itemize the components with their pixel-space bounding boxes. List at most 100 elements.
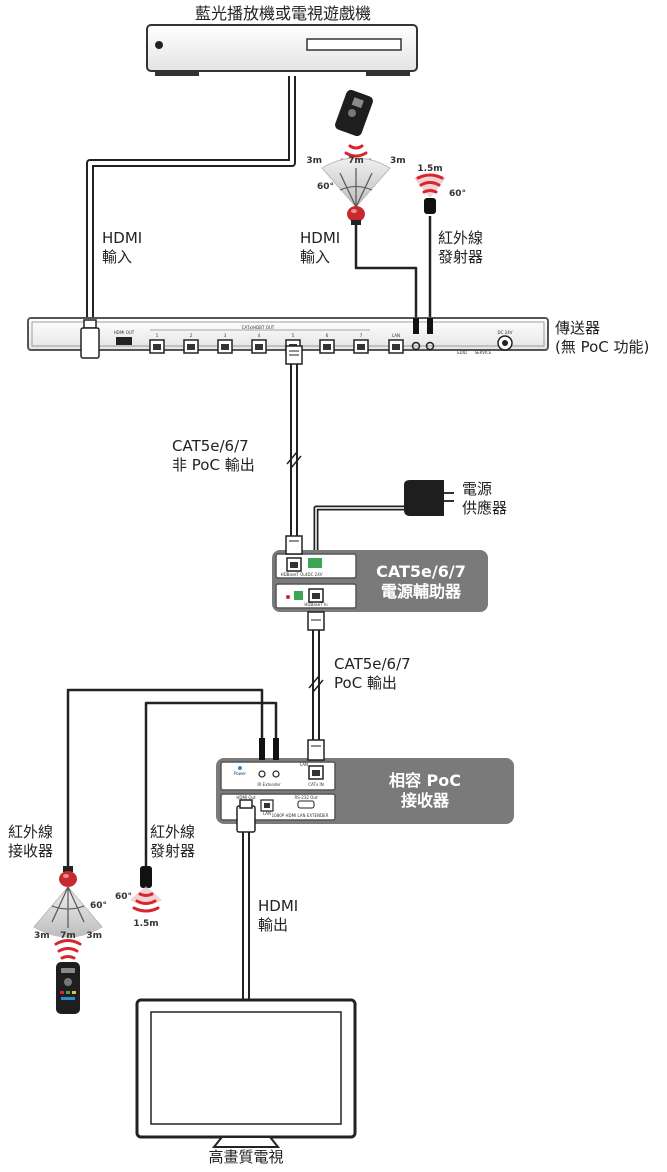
- cat-nonpoc-label: CAT5e/6/7 非 PoC 輸出: [172, 437, 255, 475]
- cat-poc-line2: PoC 輸出: [334, 674, 397, 692]
- cat-nonpoc-line1: CAT5e/6/7: [172, 437, 249, 455]
- hdmi-input-label-left: HDMI 輸入: [102, 229, 142, 267]
- ir-emitter-top-line2: 發射器: [438, 248, 484, 266]
- ir-emitter-top-line1: 紅外線: [438, 229, 484, 247]
- rx-power-label: Power: [234, 771, 246, 776]
- tx-rj45-port-socket: [187, 344, 195, 350]
- hdmi-output-line1: HDMI: [258, 897, 299, 915]
- hdmi-input-mid-line2: 輸入: [300, 248, 331, 266]
- hdmi-input-mid-line1: HDMI: [300, 229, 341, 247]
- power-assist-panel: HDBaseT Out DC 24V HDBaseT In: [272, 550, 488, 612]
- assist-hdbt-out-label: HDBaseT Out: [281, 572, 308, 577]
- tx-service-label: SERVICE: [475, 350, 492, 355]
- cables: [66, 76, 432, 1000]
- ir-range-right-top: 3m: [390, 156, 406, 166]
- power-assist-title-line2: 電源輔助器: [380, 582, 461, 601]
- hdmi-input-left-line2: 輸入: [102, 248, 133, 266]
- tx-rj45-port-socket: [255, 344, 263, 350]
- ir-range-center-bottom: 7m: [60, 931, 76, 941]
- ir-emitter-distance-bottom: 1.5m: [133, 919, 158, 929]
- ir-receiver-bottom-line2: 接收器: [8, 842, 54, 860]
- ir-range-left-bottom: 3m: [34, 931, 50, 941]
- cat-nonpoc-line2: 非 PoC 輸出: [172, 456, 255, 474]
- tx-port-number: 5: [292, 333, 295, 338]
- assist-dc-label: DC 24V: [308, 572, 323, 577]
- tx-rj45-port-socket: [221, 344, 229, 350]
- tx-rj45-port-socket: [153, 344, 161, 350]
- rx-rs232-label: RS-232 Out: [295, 795, 318, 800]
- cat-plug-tx: [285, 345, 303, 365]
- tx-port-number: 3: [224, 333, 227, 338]
- hdtv-label: 高畫質電視: [208, 1148, 284, 1166]
- ir-emitter-distance-top: 1.5m: [417, 164, 442, 174]
- rx-hdmi-out-label: HDMI Out: [236, 795, 256, 800]
- power-assist-title-line1: CAT5e/6/7: [376, 562, 466, 581]
- cable-break-marks: [286, 451, 324, 693]
- tx-hdmi-out-port: [116, 337, 132, 345]
- ir-angle-top: 60°: [317, 182, 334, 192]
- receiver-plugs: [236, 738, 325, 833]
- hdmi-output-label: HDMI 輸出: [258, 897, 298, 935]
- receiver-title-line1: 相容 PoC: [388, 771, 462, 790]
- rx-lan2-label: LAN: [263, 811, 271, 816]
- tx-cat-out-label: CATx/HDBT OUT: [242, 325, 275, 330]
- tx-rj45-port-socket: [357, 344, 365, 350]
- ir-angle-bottom: 60°: [90, 901, 107, 911]
- rx-model-label: 1080P HDMI LAN EXTENDER: [272, 813, 329, 818]
- power-supply-label: 電源 供應器: [462, 480, 507, 518]
- tx-rj45-port-socket: [323, 344, 331, 350]
- ir-plugs-transmitter: [413, 318, 433, 334]
- tx-port-number: 1: [156, 333, 159, 338]
- rx-catx-in-label: CATx IN: [308, 782, 323, 787]
- ir-emitter-angle-bottom: 60°: [115, 892, 132, 902]
- ir-receiver-range-fan-bottom: [33, 886, 103, 938]
- source-label: 藍光播放機或電視遊戲機: [194, 4, 371, 23]
- tx-hdmi-out-label: HDMI OUT: [114, 330, 135, 335]
- tx-lan-label: LAN: [392, 333, 400, 338]
- ir-receiver-eye-bottom: [59, 866, 77, 887]
- hdmi-output-line2: 輸出: [258, 916, 289, 934]
- tx-port-number: 7: [360, 333, 363, 338]
- hdtv-display: [135, 998, 357, 1148]
- ir-emitter-bottom: [130, 866, 162, 913]
- tx-dc-label: DC 24V: [498, 330, 513, 335]
- ir-emitter-label-top: 紅外線 發射器: [438, 229, 483, 267]
- ir-emitter-top: [414, 173, 446, 214]
- ir-emitter-angle-top: 60°: [449, 189, 466, 199]
- tx-port-number: 4: [258, 333, 261, 338]
- ir-receiver-label-bottom: 紅外線 接收器: [8, 823, 53, 861]
- remote-control-top: [335, 89, 373, 137]
- bluray-player-device: [146, 24, 418, 76]
- ir-receiver-bottom-line1: 紅外線: [8, 823, 54, 841]
- tx-port-number: 6: [326, 333, 329, 338]
- ir-receiver-range-fan-top: [321, 157, 391, 208]
- transmitter-line2: (無 PoC 功能): [555, 338, 650, 356]
- ir-receiver-eye-top: [347, 206, 365, 225]
- power-assist-title: CAT5e/6/7 電源輔助器: [358, 562, 484, 602]
- receiver-title-line2: 接收器: [400, 791, 449, 810]
- rx-lan-label: LAN: [300, 762, 308, 767]
- cat-poc-line1: CAT5e/6/7: [334, 655, 411, 673]
- tx-edid-label: EDID: [457, 350, 467, 355]
- assist-plugs: [285, 535, 325, 631]
- ir-emitter-bottom-line1: 紅外線: [150, 823, 196, 841]
- ir-range-left-top: 3m: [306, 156, 322, 166]
- remote-control-bottom: [56, 962, 80, 1014]
- power-supply-line2: 供應器: [462, 499, 508, 517]
- hdmi-plug-top: [80, 319, 100, 359]
- transmitter-label: 傳送器 (無 PoC 功能): [555, 319, 649, 357]
- receiver-title: 相容 PoC 接收器: [350, 771, 500, 811]
- tx-port-number: 2: [190, 333, 193, 338]
- assist-hdbt-in-label: HDBaseT In: [304, 602, 328, 607]
- rx-ir-extender-label: IR Extender: [257, 782, 281, 787]
- ir-signal-icon-bottom: [54, 939, 82, 960]
- tx-ir-in-jack: [411, 341, 421, 351]
- cat-poc-label: CAT5e/6/7 PoC 輸出: [334, 655, 411, 693]
- power-led-icon: [155, 41, 163, 49]
- hdmi-input-label-mid: HDMI 輸入: [300, 229, 340, 267]
- power-supply-line1: 電源: [462, 480, 493, 498]
- ir-range-right-bottom: 3m: [86, 931, 102, 941]
- ir-emitter-label-bottom: 紅外線 發射器: [150, 823, 195, 861]
- ir-range-center-top: 7m: [348, 156, 364, 166]
